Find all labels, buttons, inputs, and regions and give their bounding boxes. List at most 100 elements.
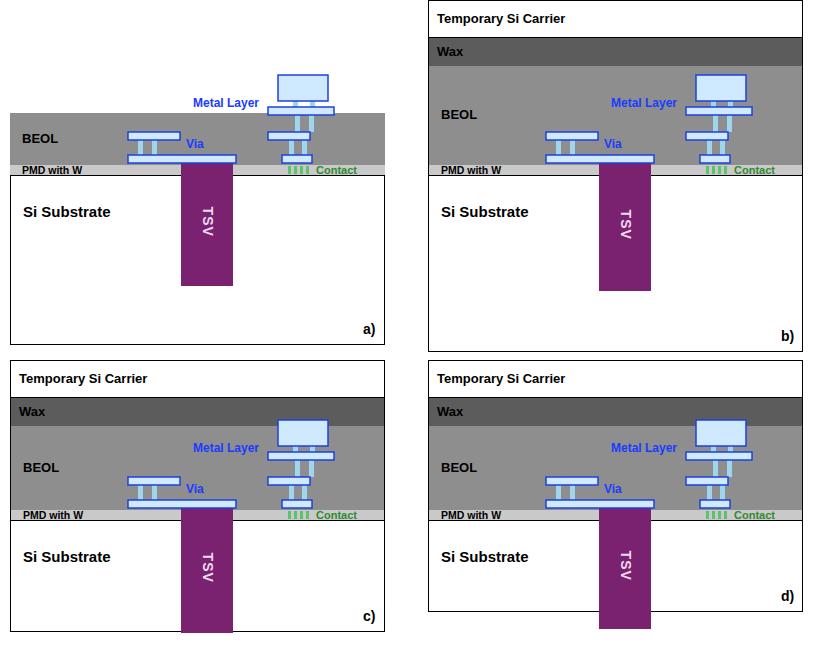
metal-line [686, 107, 752, 115]
via [707, 485, 712, 500]
part-label: Metal Layer [193, 96, 259, 110]
tsv-label: TSV [199, 207, 214, 237]
layer-label: Si Substrate [23, 204, 111, 221]
via [711, 101, 716, 107]
via [309, 460, 314, 477]
via [728, 101, 733, 107]
contact-plug [706, 511, 709, 519]
layer-label: BEOL [441, 108, 477, 122]
part-label: Metal Layer [611, 441, 677, 455]
bond-pad [696, 420, 746, 446]
bond-pad [278, 75, 328, 101]
metal-line [282, 155, 312, 163]
layer-label: PMD with W [23, 510, 83, 520]
via [310, 101, 315, 107]
tsv-via: TSV [599, 158, 651, 291]
panel-letter: d) [781, 588, 794, 604]
via [720, 485, 725, 500]
via [556, 485, 561, 500]
via [570, 140, 575, 155]
layer-label: PMD with W [22, 165, 82, 175]
contact-plug [300, 166, 303, 174]
via [309, 115, 314, 132]
via [138, 485, 143, 500]
layer-label: Temporary Si Carrier [437, 372, 565, 386]
contact-plug [288, 511, 291, 519]
via [570, 485, 575, 500]
via [713, 460, 718, 477]
via [720, 140, 725, 155]
via [728, 446, 733, 452]
tsv-via: TSV [181, 158, 233, 286]
via [295, 115, 300, 132]
part-label: Contact [734, 509, 775, 521]
via [302, 140, 307, 155]
metal-line [546, 477, 598, 485]
part-label: Metal Layer [193, 441, 259, 455]
via [711, 446, 716, 452]
metal-line [686, 477, 728, 485]
via [556, 140, 561, 155]
contact-plug [306, 166, 309, 174]
layer-label: BEOL [23, 461, 59, 475]
metal-line [546, 155, 654, 163]
layer-band: Temporary Si Carrier [10, 360, 385, 398]
via [707, 140, 712, 155]
via [293, 446, 298, 452]
metal-line [128, 155, 236, 163]
part-label: Via [604, 137, 622, 151]
part-label: Contact [316, 164, 357, 176]
part-label: Via [186, 482, 204, 496]
metal-line [268, 107, 334, 115]
tsv-via: TSV [181, 503, 233, 633]
contact-plug [712, 511, 715, 519]
panel-letter: b) [781, 328, 794, 344]
metal-line [268, 132, 310, 140]
via [713, 115, 718, 132]
contact-plug [724, 166, 727, 174]
metal-line [128, 477, 180, 485]
layer-label: Si Substrate [441, 549, 529, 566]
layer-label: PMD with W [441, 165, 501, 175]
metal-line [546, 132, 598, 140]
via [295, 460, 300, 477]
substrate-box: Si Substrate TSV [428, 520, 803, 612]
layer-band: Temporary Si Carrier [428, 0, 803, 38]
tsv-via: TSV [599, 503, 651, 629]
via [293, 101, 298, 107]
tsv-label: TSV [617, 551, 632, 581]
contact-plug [718, 511, 721, 519]
metal-line [128, 500, 236, 508]
part-label: Contact [316, 509, 357, 521]
layer-label: Wax [437, 45, 463, 59]
contact-plug [712, 166, 715, 174]
part-label: Metal Layer [611, 96, 677, 110]
via [289, 140, 294, 155]
layer-label: BEOL [441, 461, 477, 475]
layer-label: Temporary Si Carrier [19, 372, 147, 386]
panel-letter: a) [363, 321, 375, 337]
layer-band: Wax [428, 38, 803, 66]
metal-line [268, 477, 310, 485]
substrate-box: Si SubstrateTSV [428, 175, 803, 352]
via [138, 140, 143, 155]
metal-line [268, 452, 334, 460]
contact-plug [724, 511, 727, 519]
layer-label: Wax [19, 405, 45, 419]
part-label: Via [604, 482, 622, 496]
layer-label: Si Substrate [441, 204, 529, 221]
metal-line [686, 452, 752, 460]
contact-plug [706, 166, 709, 174]
via [727, 115, 732, 132]
via [289, 485, 294, 500]
layer-label: Wax [437, 405, 463, 419]
metal-line [700, 500, 730, 508]
via [302, 485, 307, 500]
contact-plug [294, 511, 297, 519]
substrate-box: Si Substrate TSV [10, 175, 385, 345]
contact-plug [306, 511, 309, 519]
contact-plug [294, 166, 297, 174]
bond-pad [278, 420, 328, 446]
via [152, 485, 157, 500]
